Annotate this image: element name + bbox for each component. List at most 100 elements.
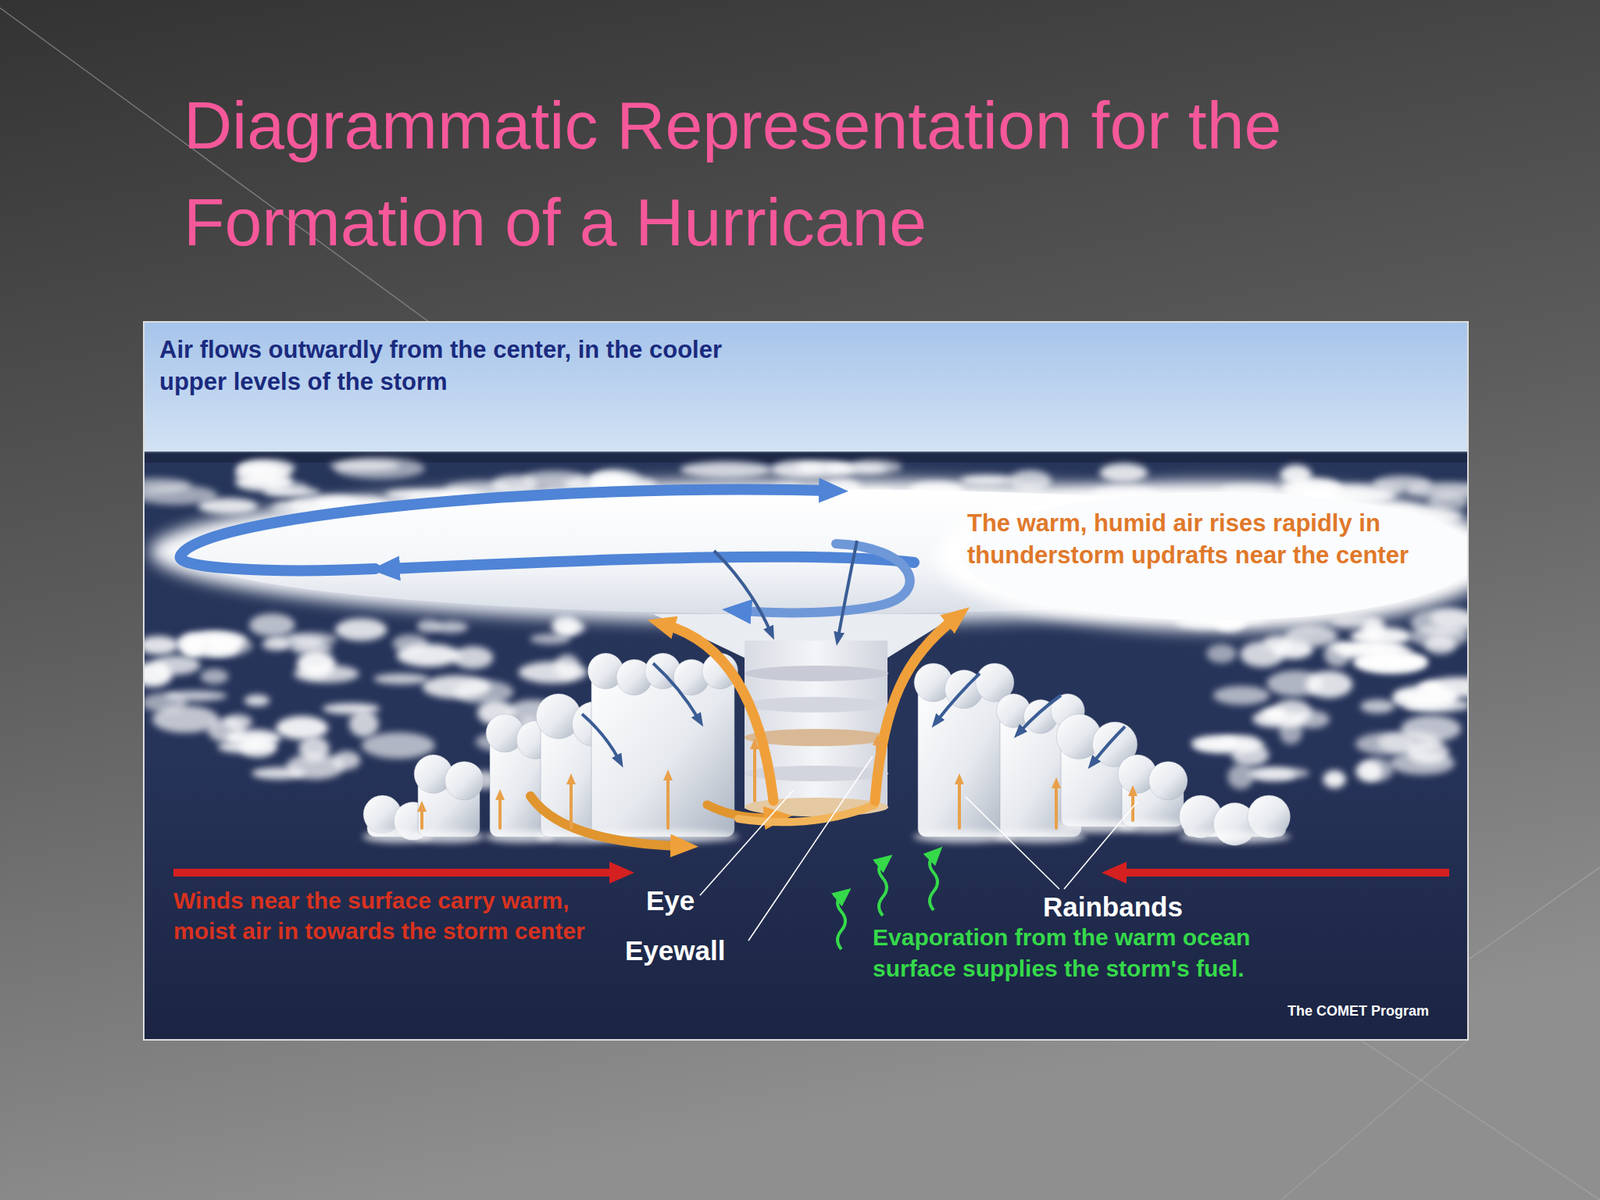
ocean-clouds-part (1227, 764, 1254, 790)
rainbands-label-slot: Rainbands (1042, 890, 1183, 924)
surface-wind-arrows-part (1118, 868, 1450, 877)
ocean-clouds-part (827, 462, 888, 475)
ocean-clouds-part (1422, 677, 1468, 698)
updraft-arrows-part (420, 808, 424, 829)
thunderstorm-towers-part-part (995, 830, 1086, 843)
sinking-air-arrows-part (838, 540, 858, 637)
updraft-arrows-part (665, 625, 774, 801)
updraft-arrows-part (1054, 785, 1058, 829)
ocean-clouds-part (1305, 671, 1353, 699)
ocean-clouds-part (373, 673, 429, 685)
ocean-clouds-part (335, 617, 387, 641)
slide-background-part (1359, 1039, 1600, 1200)
sinking-air-arrows-part (714, 550, 771, 632)
horizon (144, 451, 1468, 463)
ocean-clouds-part (554, 654, 580, 679)
updraft-arrows-part (957, 781, 961, 829)
updraft-arrows-part (738, 804, 875, 822)
updraft-note-slot: The warm, humid air rises rapidly in thu… (967, 507, 1456, 572)
anvil-cloud-part (960, 492, 1468, 621)
sky (144, 322, 1468, 460)
updraft-arrows-part (753, 746, 757, 801)
leader-lines-part (700, 790, 793, 896)
sinking-air-arrows-part (1020, 695, 1061, 732)
updraft-arrows-part (569, 781, 573, 829)
eye-label-slot: Eye (646, 884, 695, 918)
thunderstorm-towers-part (1117, 754, 1189, 833)
ocean-clouds-part (361, 732, 436, 758)
evaporation-arrows-part (837, 896, 846, 950)
eyewall-label-slot: Eyewall (625, 934, 725, 968)
ocean-clouds-part (396, 643, 461, 667)
sinking-air-arrows-part (653, 663, 699, 719)
ocean-clouds-part (1099, 463, 1148, 483)
surface-wind-arrows (173, 872, 1450, 874)
ocean-clouds-part (235, 473, 294, 492)
ocean-clouds-part (187, 635, 254, 658)
eyewall-label: Eyewall (625, 934, 725, 968)
slide-background-part (0, 7, 438, 329)
slide-background-part (1281, 1039, 1469, 1200)
ocean-clouds-part (329, 460, 400, 471)
ocean-clouds-part (322, 703, 381, 715)
hurricane-illustration (144, 322, 1468, 1040)
rainbands-label: Rainbands (1042, 890, 1183, 924)
thunderstorm-towers-part (1178, 795, 1291, 846)
sinking-air-arrows-part (582, 714, 619, 760)
outflow-note-slot: Air flows outwardly from the center, in … (159, 334, 738, 399)
evaporation-arrows-part (929, 855, 938, 911)
thunderstorm-towers-part (586, 653, 740, 843)
title-slot: Diagrammatic Representation for the Form… (183, 76, 1559, 271)
thunderstorm-towers-part-part (445, 761, 484, 800)
ocean-clouds-part (249, 613, 296, 636)
thunderstorm-towers-part-part (1149, 761, 1188, 800)
leader-lines-part (748, 756, 873, 941)
ocean-clouds-part (1280, 464, 1312, 485)
evaporation-note-slot: Evaporation from the warm ocean surface … (872, 921, 1264, 984)
eye-column-part (744, 665, 889, 682)
outflow-arrows-part (181, 489, 829, 555)
updraft-arrows-part (498, 796, 502, 829)
ocean-clouds-part (1239, 641, 1285, 668)
outflow-arrows-part (390, 557, 915, 569)
leader-lines-part (1064, 801, 1138, 890)
thunderstorm-towers-part-part (1117, 820, 1189, 833)
updraft-note: The warm, humid air rises rapidly in thu… (967, 507, 1456, 572)
ocean-clouds-part (1338, 642, 1413, 660)
slide-title: Diagrammatic Representation for the Form… (183, 76, 1512, 271)
eye-column (744, 640, 889, 817)
ocean-clouds-part (417, 619, 440, 633)
surface-wind-arrows-part (173, 868, 618, 877)
ocean-clouds-part (422, 675, 491, 699)
evaporation-arrows-part (878, 862, 887, 916)
ocean-clouds-part (144, 661, 173, 687)
ocean-clouds-part (1360, 699, 1395, 714)
ocean-clouds-part (1355, 760, 1383, 783)
leader-lines-part (965, 796, 1060, 890)
ocean-clouds-part (1323, 770, 1347, 789)
sinking-air-arrows-part (937, 673, 980, 721)
eye-label: Eye (646, 884, 695, 918)
inflow-note-slot: Winds near the surface carry warm, moist… (173, 885, 611, 947)
eye-column-part (744, 696, 889, 713)
slide-background-part (1468, 867, 1600, 960)
anvil-cloud-part (937, 482, 1468, 631)
credit-note: The COMET Program (1287, 1003, 1429, 1021)
ocean-clouds-part (1430, 608, 1468, 629)
anvil-cloud (150, 479, 1468, 658)
panel-frame-part (142, 321, 1469, 1041)
ocean-clouds-part (1400, 715, 1461, 743)
ocean-clouds-part (1254, 714, 1285, 725)
updraft-arrows-part (875, 618, 955, 801)
ocean-clouds-part (1206, 643, 1236, 663)
ocean-clouds-part (1409, 625, 1468, 648)
sinking-air-arrows-part (1093, 726, 1125, 762)
ocean-clouds-part (200, 668, 229, 685)
thunderstorm-towers-part (413, 754, 485, 843)
outflow-arrows-part (742, 543, 911, 613)
updraft-arrows (421, 618, 1133, 847)
